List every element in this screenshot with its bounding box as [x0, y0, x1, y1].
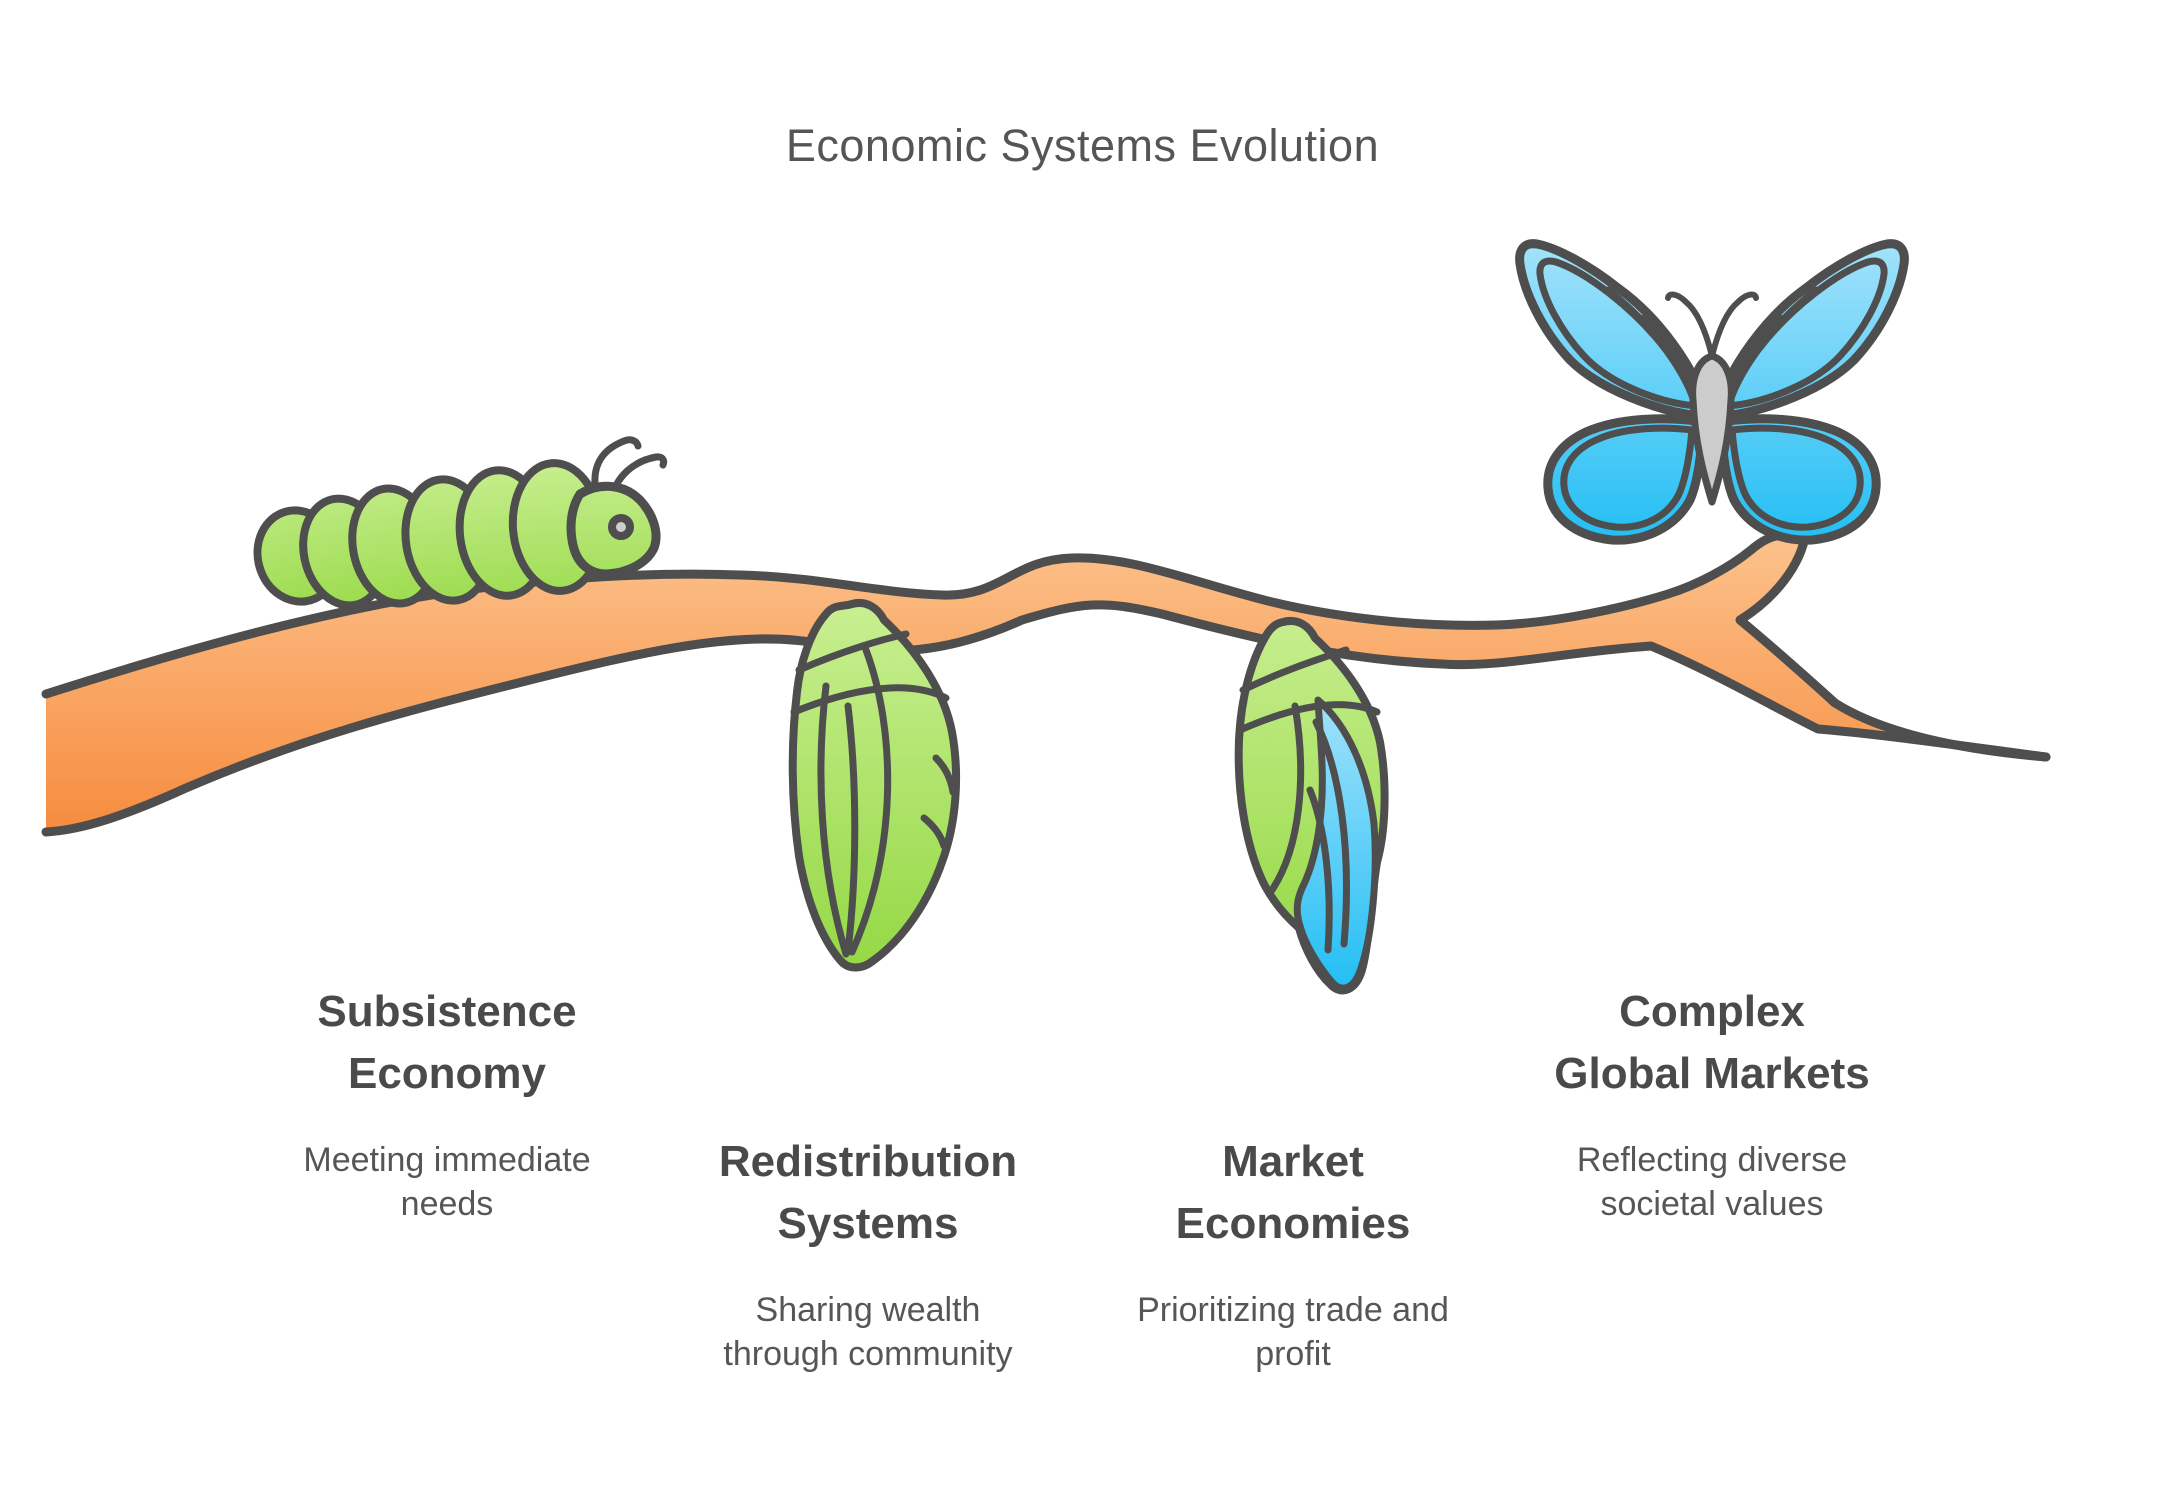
stage-desc-line2: societal values: [1600, 1185, 1824, 1223]
stage-heading-line2: Economy: [347, 1049, 547, 1098]
butterfly-icon: [1515, 244, 1905, 540]
stage-heading: Redistribution Systems: [568, 1131, 1168, 1255]
emerging-chrysalis-icon: [1234, 617, 1389, 995]
stage-subsistence-economy: Subsistence Economy Meeting immediate ne…: [147, 981, 747, 1226]
stage-heading-line2: Systems: [777, 1199, 959, 1248]
stage-heading-line2: Economies: [1175, 1199, 1411, 1248]
stage-heading: Subsistence Economy: [147, 981, 747, 1105]
stage-heading-line1: Complex: [1619, 987, 1805, 1036]
stage-desc-line1: Reflecting diverse: [1576, 1141, 1848, 1179]
stage-desc-line1: Prioritizing trade and: [1137, 1291, 1449, 1329]
stage-heading-line2: Global Markets: [1554, 1049, 1870, 1098]
stage-desc-line2: through community: [723, 1335, 1013, 1373]
stage-desc-line2: needs: [400, 1185, 494, 1223]
stage-desc-line2: profit: [1255, 1335, 1331, 1373]
stage-heading-line1: Market: [1222, 1137, 1364, 1186]
stage-redistribution-systems: Redistribution Systems Sharing wealth th…: [568, 1131, 1168, 1376]
stage-heading-line1: Subsistence: [317, 987, 577, 1036]
caterpillar-icon: [253, 436, 668, 610]
stage-heading: Market Economies: [993, 1131, 1593, 1255]
diagram-title: Economic Systems Evolution: [785, 120, 1380, 171]
chrysalis-icon: [788, 599, 961, 972]
stage-desc-line1: Sharing wealth: [755, 1291, 981, 1329]
stage-description: Prioritizing trade and profit: [993, 1288, 1593, 1376]
stage-heading-line1: Redistribution: [718, 1137, 1018, 1186]
stage-market-economies: Market Economies Prioritizing trade and …: [993, 1131, 1593, 1376]
stage-description: Meeting immediate needs: [147, 1138, 747, 1226]
stage-heading: Complex Global Markets: [1412, 981, 2012, 1105]
stage-complex-global-markets: Complex Global Markets Reflecting divers…: [1412, 981, 2012, 1226]
stage-description: Sharing wealth through community: [568, 1288, 1168, 1376]
stage-desc-line1: Meeting immediate: [303, 1141, 591, 1179]
stage-description: Reflecting diverse societal values: [1412, 1138, 2012, 1226]
